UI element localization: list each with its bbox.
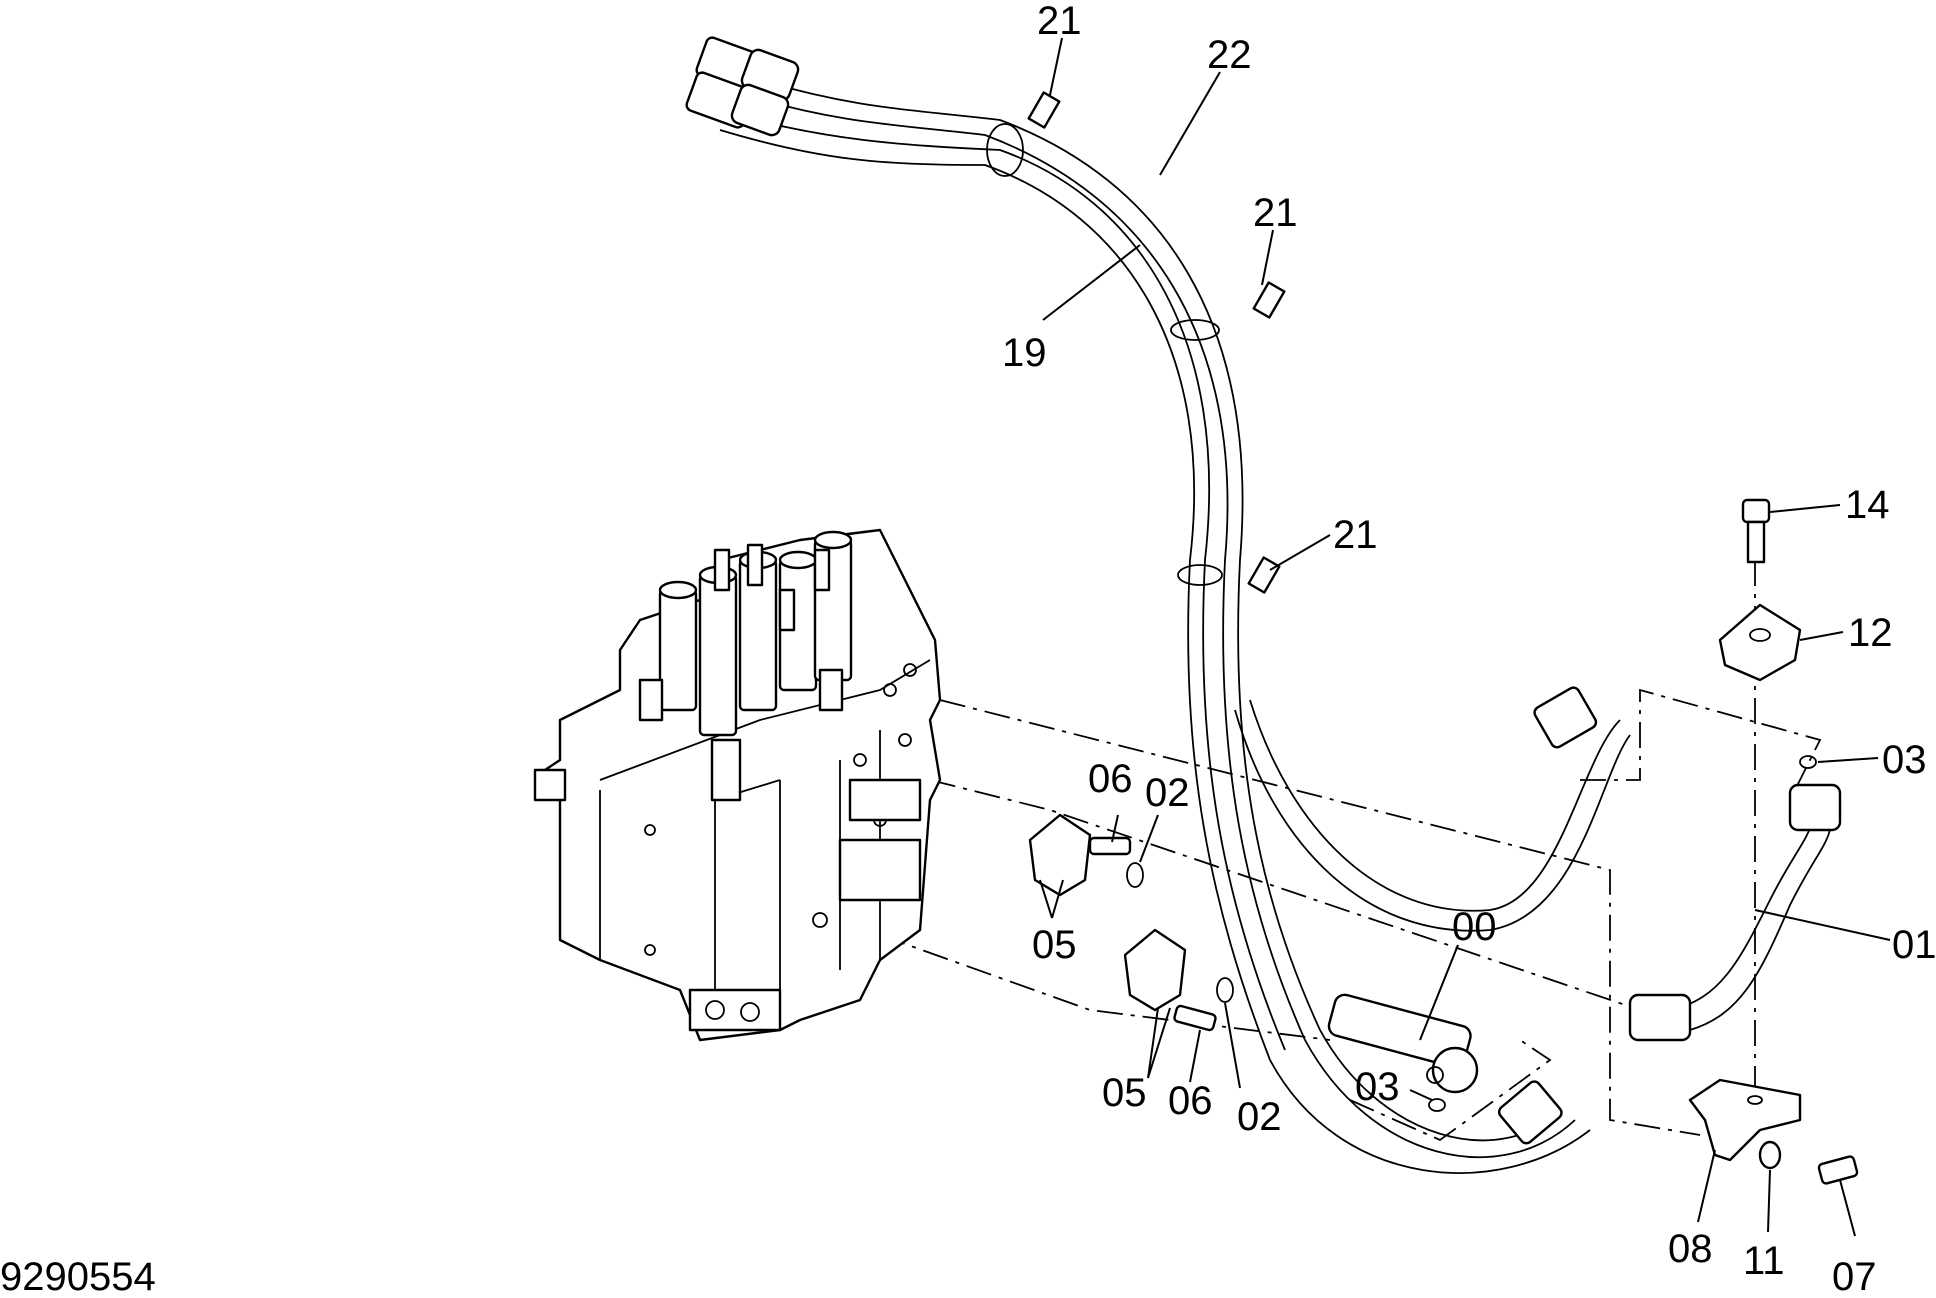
- oring-03-upper: [1799, 755, 1817, 769]
- callout-05-lower: 05: [1102, 1071, 1147, 1115]
- callout-03-upper: 03: [1882, 738, 1927, 782]
- callout-03-lower: 03: [1355, 1065, 1400, 1109]
- callout-05-upper: 05: [1032, 923, 1077, 967]
- control-valve-block: [533, 528, 942, 1042]
- callout-01: 01: [1892, 923, 1936, 967]
- callout-14: 14: [1845, 483, 1890, 527]
- flange-set-lower: [1123, 928, 1234, 1032]
- callout-06-upper: 06: [1088, 757, 1133, 801]
- callout-02-lower: 02: [1237, 1095, 1282, 1139]
- washer-11: [1758, 1140, 1782, 1170]
- bolt-14: [1741, 498, 1771, 564]
- pipe-01: [1628, 783, 1842, 1042]
- callout-07: 07: [1832, 1255, 1877, 1298]
- callout-21-top: 21: [1037, 0, 1082, 43]
- callout-11: 11: [1743, 1239, 1785, 1283]
- bolt-07: [1817, 1155, 1859, 1185]
- callout-08: 08: [1668, 1227, 1713, 1271]
- drawing-number: 9290554: [0, 1255, 156, 1298]
- callout-19: 19: [1002, 331, 1047, 375]
- bracket-08: [1688, 1078, 1802, 1162]
- callout-06-lower: 06: [1168, 1079, 1213, 1123]
- callout-12: 12: [1848, 611, 1893, 655]
- callout-21-lower: 21: [1333, 513, 1378, 557]
- callout-22: 22: [1207, 33, 1252, 77]
- callout-00: 00: [1452, 905, 1497, 949]
- callout-02-upper: 02: [1145, 771, 1190, 815]
- assembly-lines: [879, 560, 1822, 1142]
- pipe-00: [1327, 993, 1479, 1094]
- leader-lines: [1039, 37, 1891, 1237]
- hose-assembly: [685, 36, 1631, 1174]
- flange-set-upper: [1028, 813, 1144, 897]
- clamp-12: [1718, 603, 1802, 682]
- oring-03-lower: [1428, 1098, 1446, 1112]
- callout-21-middle: 21: [1253, 191, 1298, 235]
